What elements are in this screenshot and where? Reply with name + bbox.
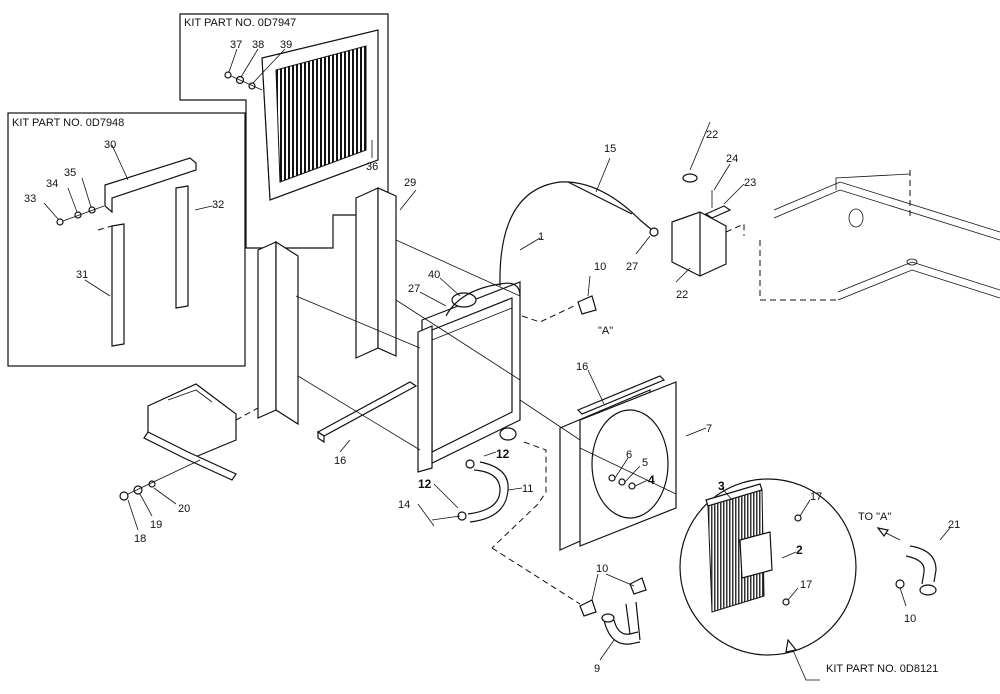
callout-2: 2 (796, 543, 803, 557)
callout-40: 40 (428, 269, 440, 281)
callout-12b: 12 (496, 447, 510, 461)
a-label: "A" (598, 325, 613, 337)
callout-9: 9 (594, 663, 600, 675)
callout-34: 34 (46, 178, 58, 190)
grille-screen (261, 29, 379, 201)
callout-5: 5 (642, 457, 648, 469)
callout-4: 4 (648, 473, 655, 487)
callout-23: 23 (744, 177, 756, 189)
overflow-hose: 15 (499, 143, 653, 287)
kit-0d8121-label: KIT PART NO. 0D8121 (826, 663, 938, 675)
callout-31: 31 (76, 269, 88, 281)
callout-6: 6 (626, 449, 632, 461)
elbow-9: 10 9 (579, 563, 647, 675)
callout-3: 3 (718, 479, 725, 493)
channel-29: 29 (355, 177, 417, 359)
callout-39: 39 (280, 39, 292, 51)
callout-27b: 27 (408, 283, 420, 295)
alignment-lines (295, 239, 677, 495)
callout-14: 14 (398, 499, 410, 511)
fan-shroud: 16 7 6 5 4 (559, 361, 712, 551)
lower-hose: 14 11 12 12 (398, 427, 581, 605)
kit-0d8121-panel: 3 2 17 17 KIT PART NO. 0D8121 (679, 478, 938, 681)
kit-0d7947-label: KIT PART NO. 0D7947 (184, 17, 296, 29)
left-channel (257, 240, 299, 426)
callout-15: 15 (604, 143, 616, 155)
callout-20: 20 (178, 503, 190, 515)
callout-24: 24 (726, 153, 738, 165)
callout-29: 29 (404, 177, 416, 189)
callout-22b: 22 (676, 289, 688, 301)
callout-27a: 27 (626, 261, 638, 273)
bar-16: 16 (316, 381, 418, 467)
callout-1: 1 (538, 231, 544, 243)
callout-19: 19 (150, 519, 162, 531)
callout-30: 30 (104, 139, 116, 151)
callout-10a: 10 (594, 261, 606, 273)
callout-18: 18 (134, 533, 146, 545)
kit-0d7948-label: KIT PART NO. 0D7948 (12, 117, 124, 129)
callout-17b: 17 (800, 579, 812, 591)
callout-12a: 12 (418, 477, 432, 491)
radiator-core: 1 (417, 231, 544, 473)
callout-10c: 10 (596, 563, 608, 575)
callout-16a: 16 (334, 455, 346, 467)
kit-0d7948-panel: KIT PART NO. 0D7948 30 33 34 35 32 31 (7, 112, 246, 367)
callout-17a: 17 (810, 491, 822, 503)
lower-left-bracket: 18 19 20 (119, 383, 259, 545)
callout-21: 21 (948, 519, 960, 531)
callout-22a: 22 (706, 129, 718, 141)
reference-a: 10 "A" (521, 261, 613, 337)
frame (759, 170, 1000, 301)
kit-0d7947-panel: KIT PART NO. 0D7947 37 38 39 36 (179, 13, 389, 249)
callout-7: 7 (706, 423, 712, 435)
callout-32: 32 (212, 199, 224, 211)
elbow-21: 21 10 TO "A" (858, 511, 960, 625)
callout-37: 37 (230, 39, 242, 51)
to-a-label: TO "A" (858, 511, 891, 523)
callout-36: 36 (366, 161, 378, 173)
callout-33: 33 (24, 193, 36, 205)
grille-fasteners (224, 48, 286, 91)
callout-11: 11 (522, 483, 533, 495)
callout-38: 38 (252, 39, 264, 51)
overflow-tank: 22 24 23 27 22 (626, 121, 756, 301)
callout-10b: 10 (904, 613, 916, 625)
callout-35: 35 (64, 167, 76, 179)
callout-16b: 16 (576, 361, 588, 373)
